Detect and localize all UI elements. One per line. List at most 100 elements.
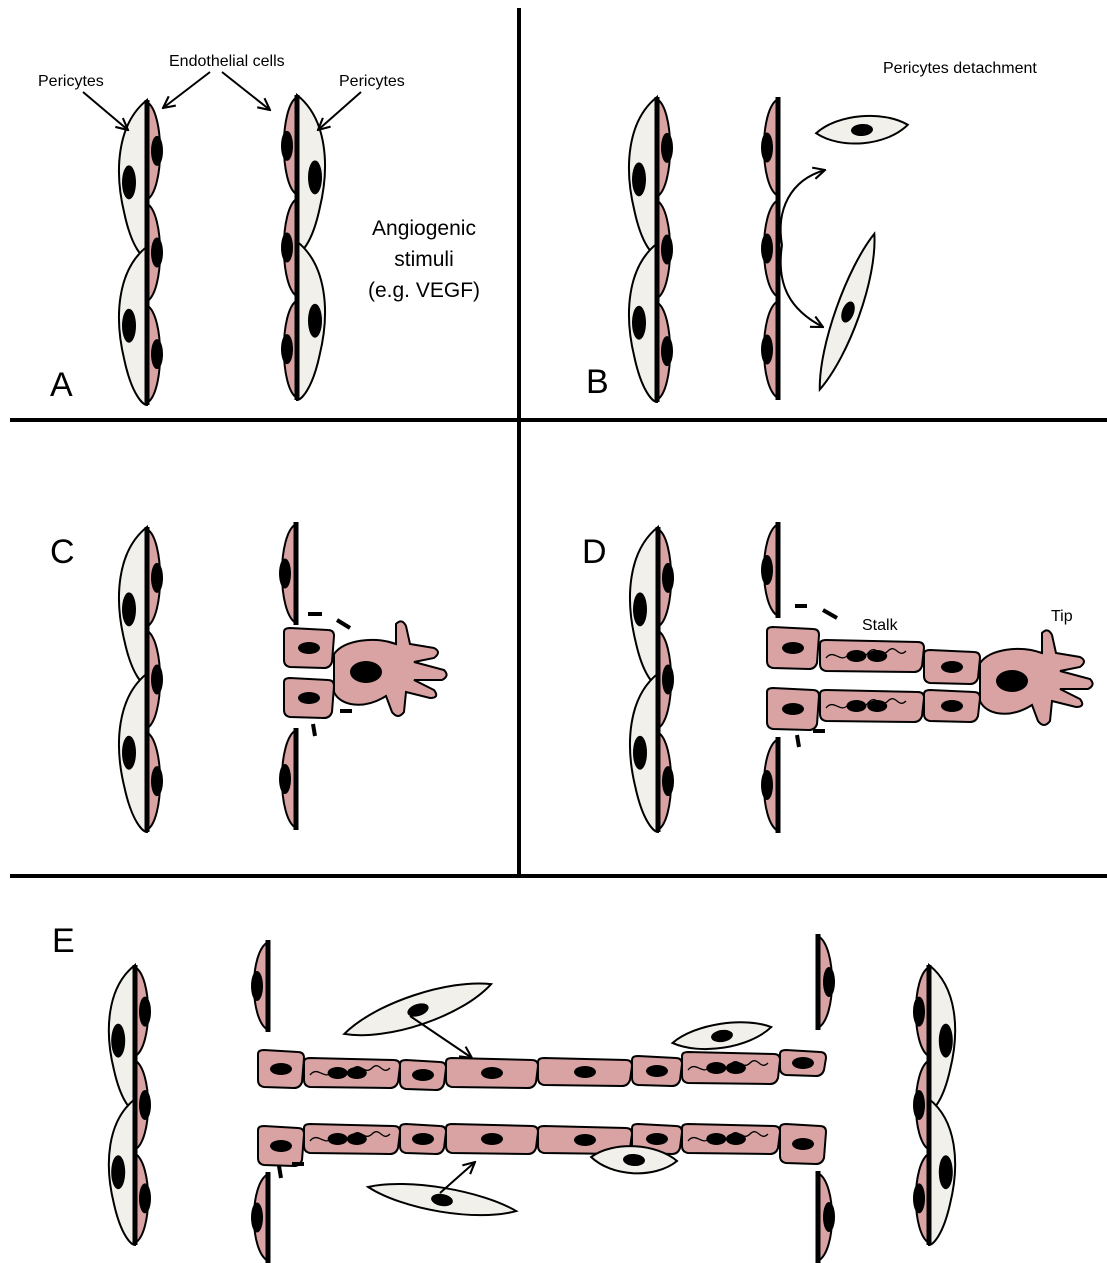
nucleus <box>251 1203 263 1233</box>
label-stimuli-line2: stimuli <box>394 248 454 271</box>
nucleus <box>111 1024 125 1058</box>
nucleus <box>661 336 673 366</box>
nucleus <box>251 971 263 1001</box>
nucleus <box>823 967 835 997</box>
label-stimuli-line3: (e.g. VEGF) <box>368 279 480 302</box>
nucleus <box>481 1067 503 1079</box>
gap-mark <box>823 610 837 618</box>
panel-letter-b: B <box>586 363 609 401</box>
nucleus <box>913 1183 925 1213</box>
arrow-pericytes-left <box>83 92 128 130</box>
panel-letter-e: E <box>52 922 75 960</box>
nucleus <box>646 1133 668 1145</box>
nucleus <box>792 1057 814 1069</box>
label-stalk: Stalk <box>862 617 899 634</box>
nucleus <box>481 1133 503 1145</box>
nucleus <box>939 1024 953 1058</box>
arrow-pericytes-right <box>318 92 361 130</box>
nucleus <box>151 339 163 369</box>
nucleus <box>151 136 163 166</box>
nucleus <box>270 1140 292 1152</box>
nucleus <box>279 559 291 589</box>
nucleus <box>412 1133 434 1145</box>
nucleus <box>308 304 322 338</box>
label-endothelial-cells: Endothelial cells <box>169 53 285 70</box>
nucleus <box>662 563 674 593</box>
panel-letter-d: D <box>582 533 607 571</box>
gap-mark <box>279 1166 281 1178</box>
nucleus <box>867 700 887 712</box>
nucleus <box>913 1090 925 1120</box>
nucleus <box>139 1090 151 1120</box>
nucleus <box>281 131 293 161</box>
arrow-endothelial-left <box>163 72 210 108</box>
nucleus <box>632 162 646 196</box>
gap-mark <box>313 724 315 736</box>
nucleus <box>633 736 647 770</box>
arrow-recruit-bottom <box>440 1162 475 1193</box>
nucleus <box>412 1069 434 1081</box>
nucleus <box>347 1133 367 1145</box>
nucleus <box>761 234 773 264</box>
nucleus <box>328 1067 348 1079</box>
nucleus <box>632 306 646 340</box>
nucleus <box>122 592 136 626</box>
nucleus <box>122 736 136 770</box>
nucleus <box>662 766 674 796</box>
nucleus <box>867 650 887 662</box>
nucleus <box>782 703 804 715</box>
nucleus <box>846 700 866 712</box>
nucleus <box>151 238 163 268</box>
nucleus <box>996 670 1028 692</box>
gap-mark <box>337 620 350 628</box>
nucleus <box>122 309 136 343</box>
nucleus <box>298 642 320 654</box>
label-pericytes-detachment: Pericytes detachment <box>883 60 1037 77</box>
arrow-endothelial-right <box>222 72 270 110</box>
nucleus <box>151 766 163 796</box>
label-stimuli-line1: Angiogenic <box>372 217 476 240</box>
nucleus <box>298 692 320 704</box>
nucleus <box>281 334 293 364</box>
nucleus <box>308 160 322 194</box>
nucleus <box>111 1155 125 1189</box>
nucleus <box>281 233 293 263</box>
nucleus <box>151 563 163 593</box>
nucleus <box>792 1138 814 1150</box>
nucleus <box>761 770 773 800</box>
nucleus <box>122 165 136 199</box>
nucleus <box>661 235 673 265</box>
nucleus <box>350 661 382 683</box>
nucleus <box>279 764 291 794</box>
nucleus <box>328 1133 348 1145</box>
nucleus <box>139 997 151 1027</box>
arrow-recruit-top <box>410 1016 472 1058</box>
nucleus <box>761 335 773 365</box>
cell-drawings <box>109 95 1093 1263</box>
nucleus <box>633 592 647 626</box>
nucleus <box>574 1134 596 1146</box>
nucleus <box>823 1202 835 1232</box>
panel-dividers <box>10 8 1107 876</box>
nucleus <box>913 997 925 1027</box>
nucleus <box>941 700 963 712</box>
panel-letter-a: A <box>50 366 73 404</box>
nucleus <box>661 133 673 163</box>
nucleus <box>706 1062 726 1074</box>
nucleus <box>270 1063 292 1075</box>
gap-mark <box>797 735 799 747</box>
nucleus <box>782 642 804 654</box>
label-tip: Tip <box>1051 608 1073 625</box>
label-pericytes-left: Pericytes <box>38 73 104 90</box>
nucleus <box>726 1062 746 1074</box>
nucleus <box>706 1133 726 1145</box>
label-pericytes-right: Pericytes <box>339 73 405 90</box>
labels: A Pericytes Endothelial cells Pericytes … <box>38 53 1073 960</box>
arrow-detach-down <box>781 245 823 327</box>
nucleus <box>662 665 674 695</box>
nucleus <box>646 1065 668 1077</box>
nucleus <box>574 1066 596 1078</box>
nucleus <box>347 1067 367 1079</box>
panel-letter-c: C <box>50 533 75 571</box>
